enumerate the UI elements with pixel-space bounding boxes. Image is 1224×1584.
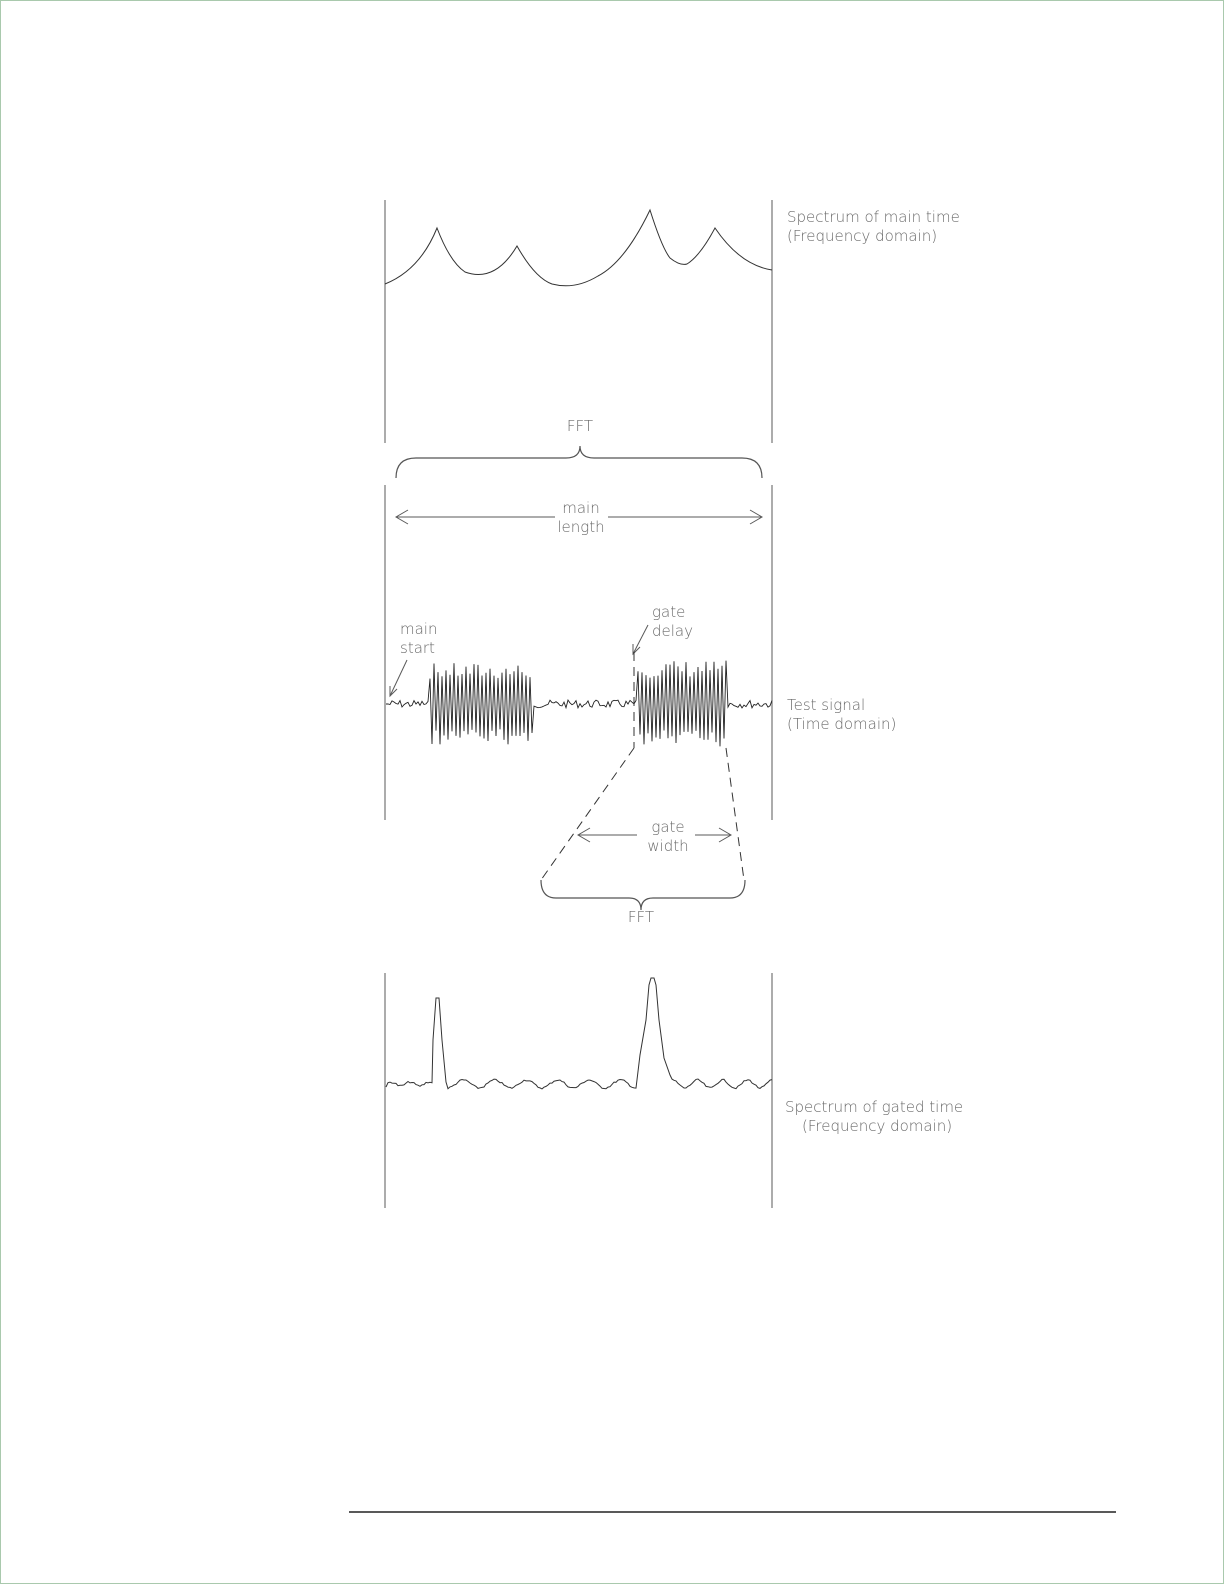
gated-spectrum-panel: Spectrum of gated time (Frequency domain… [385, 973, 963, 1208]
main-length-label-line2: length [557, 518, 604, 536]
main-time-spectrum-trace [385, 210, 772, 286]
bottom-panel-label-line2: (Frequency domain) [802, 1117, 952, 1135]
gate-delay-label-line1: gate [652, 603, 685, 621]
main-length-label-line1: main [562, 499, 599, 517]
gated-time-spectrum-trace [386, 978, 772, 1089]
fft-top-brace-shape [396, 446, 762, 478]
test-signal-trace [386, 661, 772, 747]
fft-bottom-label: FFT [628, 908, 654, 926]
main-start-label-line2: start [400, 639, 435, 657]
gate-delay-label-line2: delay [652, 622, 693, 640]
test-signal-panel: main length main start gate delay Test s… [385, 485, 896, 880]
fft-brace-top: FFT [396, 417, 762, 478]
top-spectrum-panel: Spectrum of main time (Frequency domain) [385, 200, 960, 443]
top-panel-label-line1: Spectrum of main time [787, 208, 960, 226]
fft-top-label: FFT [567, 417, 593, 435]
gate-delay-arrow [633, 625, 648, 654]
top-panel-label-line2: (Frequency domain) [787, 227, 937, 245]
fft-brace-bottom: FFT [541, 880, 745, 926]
fft-bottom-brace-shape [541, 880, 745, 910]
middle-panel-label-line2: (Time domain) [787, 715, 896, 733]
main-start-label-line1: main [400, 620, 437, 638]
middle-panel-label-line1: Test signal [787, 696, 865, 714]
gate-width-label-line2: width [647, 837, 688, 855]
gate-width-label-line1: gate [651, 818, 684, 836]
bottom-panel-label-line1: Spectrum of gated time [785, 1098, 963, 1116]
main-start-arrow [390, 660, 407, 696]
gate-right-projection [726, 748, 744, 880]
gate-left-projection [541, 748, 634, 880]
